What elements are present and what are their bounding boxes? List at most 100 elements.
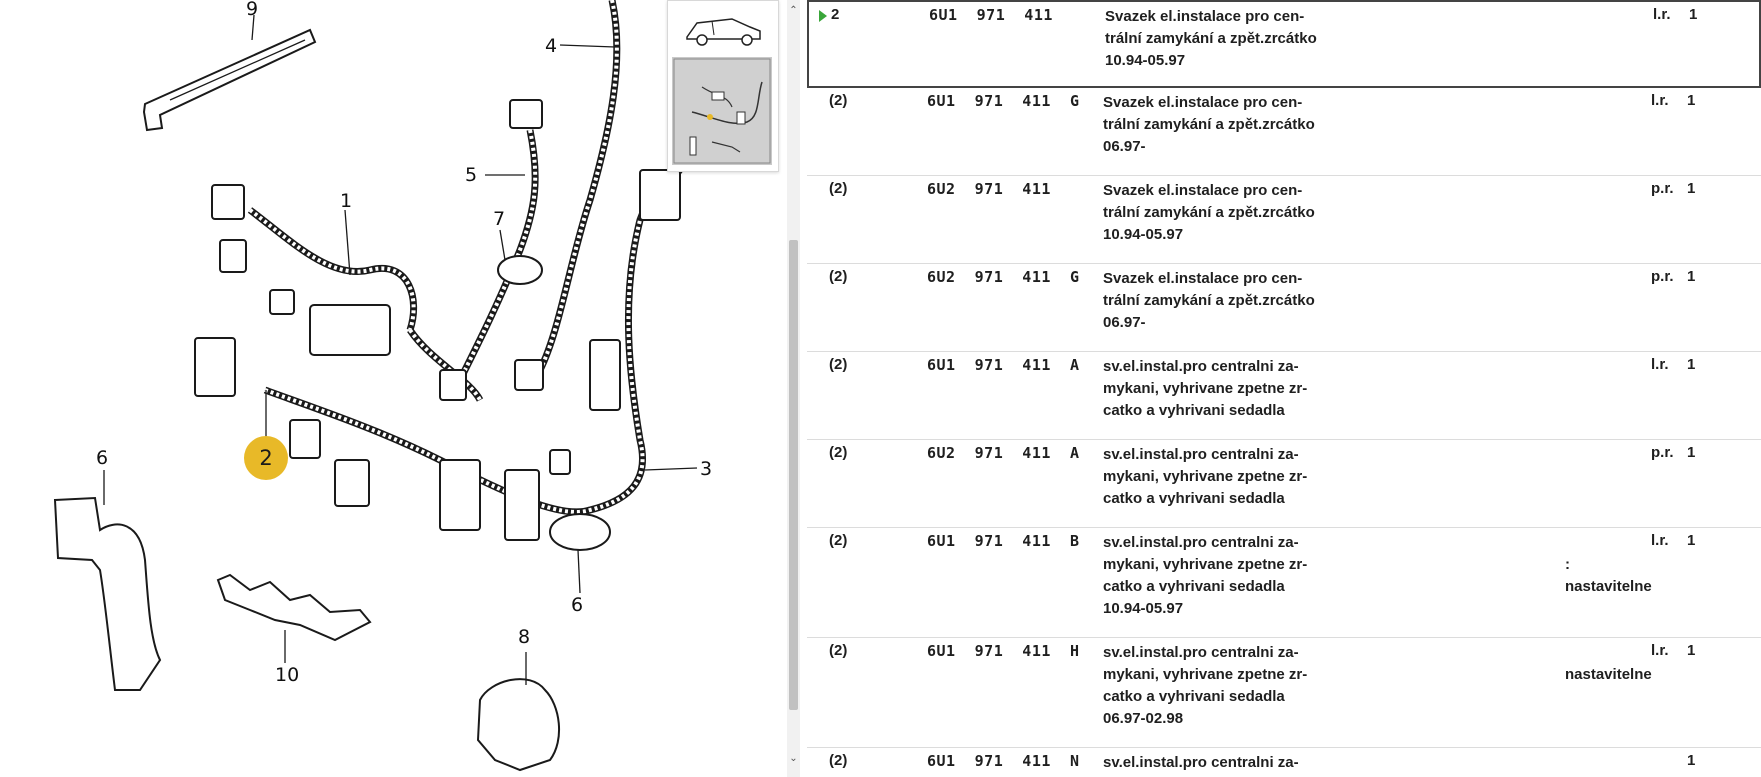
wiring-harness-diagram: 9 4 5 1 7 3 6 6 10 8 2 bbox=[0, 0, 792, 777]
row-position: (2) bbox=[829, 532, 848, 549]
desc-line: mykani, vyhrivane zpetne zr- bbox=[1103, 380, 1308, 397]
thumbnail-panel bbox=[667, 0, 779, 172]
note-line: nastavitelne bbox=[1565, 578, 1652, 595]
parts-row[interactable]: (2) 6U1 971 411 B sv.el.instal.pro centr… bbox=[807, 528, 1761, 638]
desc-line: 06.97- bbox=[1103, 138, 1146, 155]
wiring-diagram-thumbnail-icon bbox=[673, 58, 771, 164]
row-part-number: 6U1 971 411 G bbox=[927, 92, 1080, 110]
row-description: Svazek el.instalace pro cen- trální zamy… bbox=[1103, 180, 1363, 246]
row-description: Svazek el.instalace pro cen- trální zamy… bbox=[1103, 268, 1363, 334]
callout-4: 4 bbox=[545, 35, 558, 57]
row-description: sv.el.instal.pro centralni za- mykani, v… bbox=[1103, 642, 1363, 730]
desc-line: catko a vyhrivani sedadla bbox=[1103, 402, 1285, 419]
desc-line: trální zamykání a zpět.zrcátko bbox=[1103, 204, 1315, 221]
row-side: l.r. bbox=[1651, 92, 1669, 109]
row-quantity: 1 bbox=[1689, 6, 1698, 23]
desc-line: 10.94-05.97 bbox=[1103, 600, 1184, 617]
desc-line: Svazek el.instalace pro cen- bbox=[1103, 270, 1303, 287]
desc-line: catko a vyhrivani sedadla bbox=[1103, 578, 1285, 595]
parts-row[interactable]: (2) 6U1 971 411 A sv.el.instal.pro centr… bbox=[807, 352, 1761, 440]
parts-row[interactable]: (2) 6U1 971 411 N sv.el.instal.pro centr… bbox=[807, 748, 1761, 777]
desc-line: mykani, vyhrivane zpetne zr- bbox=[1103, 556, 1308, 573]
row-side: l.r. bbox=[1651, 532, 1669, 549]
row-position: 2 bbox=[831, 6, 840, 23]
callout-1: 1 bbox=[340, 190, 353, 212]
row-position: (2) bbox=[829, 356, 848, 373]
row-description: Svazek el.instalace pro cen- trální zamy… bbox=[1103, 92, 1363, 158]
desc-line: sv.el.instal.pro centralni za- bbox=[1103, 534, 1299, 551]
row-quantity: 1 bbox=[1687, 356, 1696, 373]
row-quantity: 1 bbox=[1687, 532, 1696, 549]
desc-line: sv.el.instal.pro centralni za- bbox=[1103, 358, 1299, 375]
desc-line: 10.94-05.97 bbox=[1105, 52, 1186, 69]
desc-line: trální zamykání a zpět.zrcátko bbox=[1103, 116, 1315, 133]
row-position: (2) bbox=[829, 180, 848, 197]
row-quantity: 1 bbox=[1687, 92, 1696, 109]
row-part-number: 6U2 971 411 G bbox=[927, 268, 1080, 286]
desc-line: sv.el.instal.pro centralni za- bbox=[1103, 446, 1299, 463]
row-quantity: 1 bbox=[1687, 642, 1696, 659]
row-position: (2) bbox=[829, 642, 848, 659]
desc-line: Svazek el.instalace pro cen- bbox=[1103, 182, 1303, 199]
row-quantity: 1 bbox=[1687, 444, 1696, 461]
note-line: : bbox=[1565, 556, 1570, 573]
parts-row[interactable]: 2 6U1 971 411 Svazek el.instalace pro ce… bbox=[807, 0, 1761, 88]
desc-line: sv.el.instal.pro centralni za- bbox=[1103, 644, 1299, 661]
row-part-number: 6U2 971 411 bbox=[927, 180, 1051, 198]
row-position: (2) bbox=[829, 752, 848, 769]
desc-line: 06.97- bbox=[1103, 314, 1146, 331]
row-description: sv.el.instal.pro centralni za- mykani, v… bbox=[1103, 444, 1363, 510]
row-side: l.r. bbox=[1653, 6, 1671, 23]
position-2-hotspot[interactable]: 2 bbox=[244, 436, 288, 480]
row-part-number: 6U1 971 411 bbox=[929, 6, 1053, 24]
row-quantity: 1 bbox=[1687, 268, 1696, 285]
callout-6-left: 6 bbox=[96, 447, 109, 469]
row-part-number: 6U2 971 411 A bbox=[927, 444, 1080, 462]
car-thumbnail-icon bbox=[686, 18, 761, 46]
row-quantity: 1 bbox=[1687, 180, 1696, 197]
desc-line: Svazek el.instalace pro cen- bbox=[1105, 8, 1305, 25]
row-side: p.r. bbox=[1651, 180, 1674, 197]
callout-7: 7 bbox=[493, 208, 506, 230]
desc-line: catko a vyhrivani sedadla bbox=[1103, 490, 1285, 507]
desc-line: trální zamykání a zpět.zrcátko bbox=[1103, 292, 1315, 309]
row-description: sv.el.instal.pro centralni za- mykani, v… bbox=[1103, 532, 1363, 620]
desc-line: trální zamykání a zpět.zrcátko bbox=[1105, 30, 1317, 47]
desc-line: Svazek el.instalace pro cen- bbox=[1103, 94, 1303, 111]
row-position: (2) bbox=[829, 268, 848, 285]
callout-5: 5 bbox=[465, 164, 478, 186]
callout-6-right: 6 bbox=[571, 594, 584, 616]
scrollbar-thumb[interactable] bbox=[789, 240, 798, 710]
parts-row[interactable]: (2) 6U2 971 411 A sv.el.instal.pro centr… bbox=[807, 440, 1761, 528]
parts-row[interactable]: (2) 6U2 971 411 Svazek el.instalace pro … bbox=[807, 176, 1761, 264]
row-description: Svazek el.instalace pro cen- trální zamy… bbox=[1105, 6, 1365, 72]
row-part-number: 6U1 971 411 N bbox=[927, 752, 1080, 770]
row-part-number: 6U1 971 411 H bbox=[927, 642, 1080, 660]
row-part-number: 6U1 971 411 B bbox=[927, 532, 1080, 550]
desc-line: 10.94-05.97 bbox=[1103, 226, 1184, 243]
car-thumbnail[interactable] bbox=[672, 5, 772, 51]
row-note: : nastavitelne bbox=[1565, 554, 1652, 598]
row-position: (2) bbox=[829, 444, 848, 461]
wiring-diagram-thumbnail[interactable] bbox=[672, 57, 772, 165]
parts-row[interactable]: (2) 6U2 971 411 G Svazek el.instalace pr… bbox=[807, 264, 1761, 352]
parts-list: 2 6U1 971 411 Svazek el.instalace pro ce… bbox=[807, 0, 1761, 777]
callout-9: 9 bbox=[246, 0, 259, 20]
diagram-drawing bbox=[53, 0, 698, 772]
parts-row[interactable]: (2) 6U1 971 411 G Svazek el.instalace pr… bbox=[807, 88, 1761, 176]
row-side: p.r. bbox=[1651, 444, 1674, 461]
diagram-scrollbar[interactable]: ⌃ ⌄ bbox=[787, 0, 800, 777]
row-side: l.r. bbox=[1651, 356, 1669, 373]
row-part-number: 6U1 971 411 A bbox=[927, 356, 1080, 374]
row-note: nastavitelne bbox=[1565, 664, 1652, 686]
desc-line: 06.97-02.98 bbox=[1103, 710, 1184, 727]
scroll-down-icon[interactable]: ⌄ bbox=[789, 753, 798, 764]
row-side: p.r. bbox=[1651, 268, 1674, 285]
callout-10: 10 bbox=[275, 664, 300, 686]
row-side: l.r. bbox=[1651, 642, 1669, 659]
desc-line: sv.el.instal.pro centralni za- bbox=[1103, 754, 1299, 771]
parts-row[interactable]: (2) 6U1 971 411 H sv.el.instal.pro centr… bbox=[807, 638, 1761, 748]
desc-line: mykani, vyhrivane zpetne zr- bbox=[1103, 666, 1308, 683]
row-description: sv.el.instal.pro centralni za- bbox=[1103, 752, 1363, 774]
scroll-up-icon[interactable]: ⌃ bbox=[789, 5, 798, 16]
